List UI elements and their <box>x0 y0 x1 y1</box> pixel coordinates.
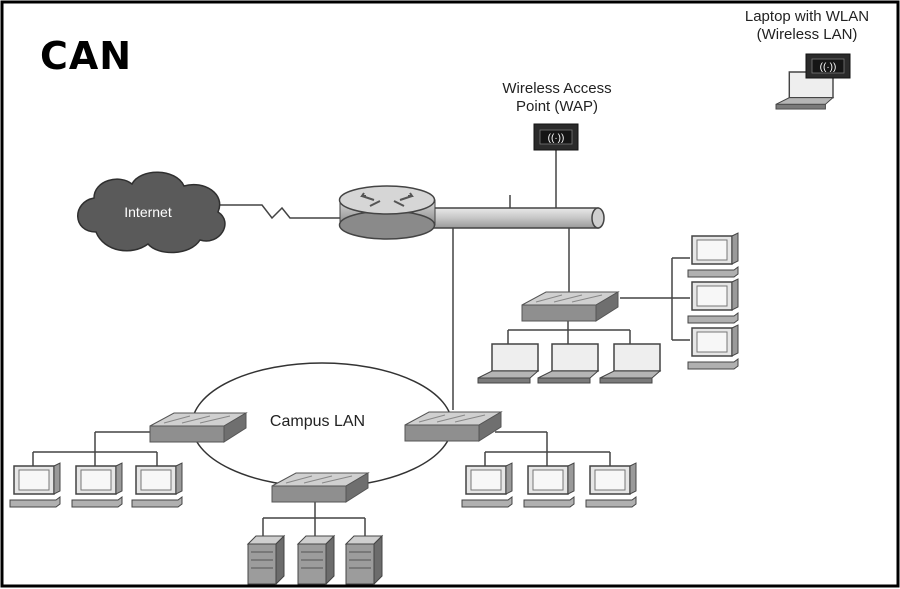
wap-label-line1: Wireless Access <box>502 80 612 97</box>
laptop-wlan-label: Laptop with WLAN (Wireless LAN) <box>712 8 900 44</box>
wap-glyph: ((·)) <box>548 133 565 144</box>
server-icon <box>345 535 383 585</box>
pc-icon <box>585 462 637 508</box>
pc-icon <box>131 462 183 508</box>
backbone-pipe <box>429 207 605 229</box>
router-icon <box>338 185 436 240</box>
pc-icon <box>461 462 513 508</box>
campus-lan-label: Campus LAN <box>269 413 366 430</box>
server-icon <box>297 535 335 585</box>
wireless-access-point-icon: ((·)) <box>533 123 579 151</box>
pc-icon <box>9 462 61 508</box>
laptop-wlan-icon: ((·)) <box>775 53 851 110</box>
laptop-wlan-glyph: ((·)) <box>820 62 837 73</box>
laptop-wlan-label-line2: (Wireless LAN) <box>756 26 858 43</box>
laptop-wlan-label-line1: Laptop with WLAN <box>744 8 870 25</box>
internet-cloud-icon <box>77 171 226 254</box>
laptop-icon <box>477 343 539 384</box>
switch-upper-right-icon <box>521 291 619 322</box>
switch-campus-left-icon <box>149 412 247 443</box>
server-icon <box>247 535 285 585</box>
page-title: CAN <box>40 34 133 78</box>
connection-lines <box>32 150 690 536</box>
pc-icon <box>71 462 123 508</box>
pc-icon <box>523 462 575 508</box>
switch-campus-right-icon <box>404 411 502 442</box>
wap-label-line2: Point (WAP) <box>516 98 598 115</box>
laptop-icon <box>537 343 599 384</box>
pc-icon <box>687 324 739 370</box>
wap-label: Wireless Access Point (WAP) <box>462 80 652 116</box>
pc-icon <box>687 232 739 278</box>
laptop-icon <box>599 343 661 384</box>
switch-campus-bottom-icon <box>271 472 369 503</box>
internet-label: Internet <box>124 204 172 220</box>
pc-icon <box>687 278 739 324</box>
